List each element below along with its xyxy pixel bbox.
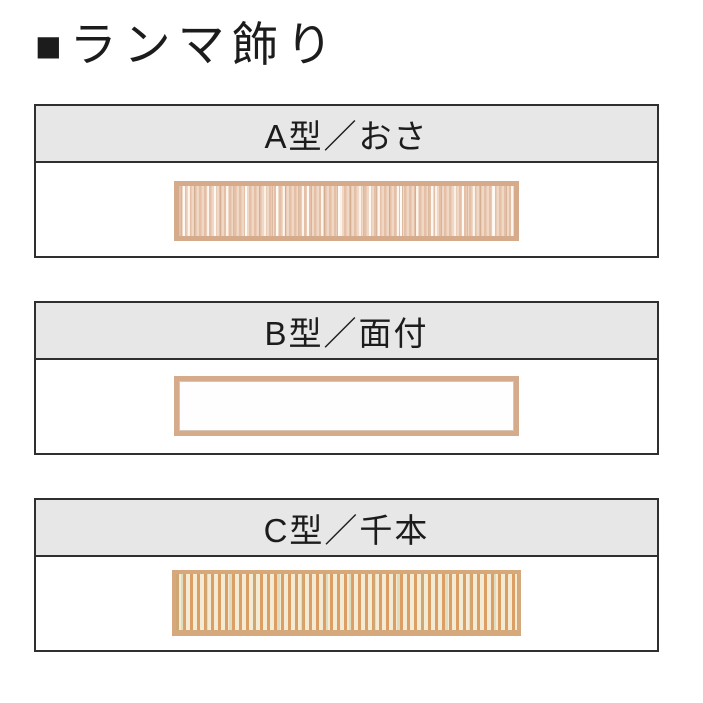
section-body-a xyxy=(36,163,657,254)
section-header-label-c: C型／千本 xyxy=(263,511,430,549)
senbon-dense-slat-panel-preview xyxy=(172,569,521,636)
section-box-a: A型／おさ xyxy=(34,104,659,258)
section-header-a: A型／おさ xyxy=(36,106,657,163)
section-header-label-b: B型／面付 xyxy=(264,314,429,352)
page-title: ■ ランマ飾り xyxy=(35,16,340,75)
section-box-b: B型／面付 xyxy=(34,301,659,455)
osa-reed-slat-panel-preview xyxy=(174,180,519,241)
section-header-b: B型／面付 xyxy=(36,303,657,360)
section-body-c xyxy=(36,557,657,648)
section-box-c: C型／千本 xyxy=(34,498,659,652)
section-body-b xyxy=(36,360,657,451)
black-square-bullet-icon: ■ xyxy=(35,22,62,72)
mentsuke-plain-frame-panel-preview xyxy=(174,375,519,436)
page-title-text: ランマ飾り xyxy=(69,18,340,71)
section-header-c: C型／千本 xyxy=(36,500,657,557)
section-header-label-a: A型／おさ xyxy=(264,117,429,155)
